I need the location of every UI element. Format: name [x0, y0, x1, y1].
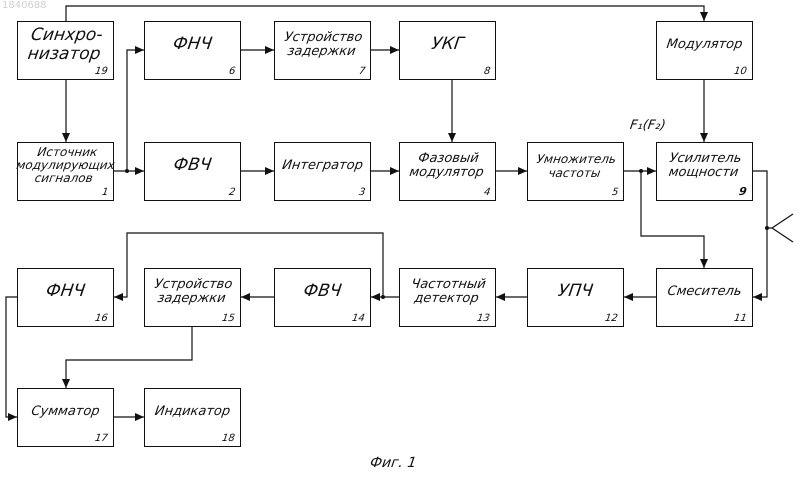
wire-amplifier-to-antenna — [753, 171, 767, 228]
arrowhead — [647, 167, 656, 175]
wire-antenna-to-mixer — [753, 228, 767, 297]
arrowhead — [114, 293, 123, 301]
arrowhead — [135, 46, 144, 54]
wire-multiplier-to-mixer — [641, 171, 704, 268]
arrowhead — [518, 167, 527, 175]
arrowhead — [753, 293, 762, 301]
wire-delay-to-adder — [66, 327, 192, 388]
arrowhead — [371, 293, 380, 301]
arrowhead — [390, 167, 399, 175]
arrowhead — [62, 133, 70, 142]
wire-detector-to-lpf — [114, 233, 383, 297]
antenna-icon — [772, 214, 793, 242]
wire-source-to-lpf — [127, 50, 144, 171]
arrowhead — [265, 167, 274, 175]
wire-lpf-to-adder — [6, 297, 17, 417]
arrowhead — [700, 133, 708, 142]
arrowhead — [390, 46, 399, 54]
arrowhead — [135, 167, 144, 175]
arrowhead — [135, 413, 144, 421]
arrowhead — [496, 293, 505, 301]
arrowhead — [62, 379, 70, 388]
arrowhead — [624, 293, 633, 301]
arrowhead — [700, 12, 708, 21]
arrowhead — [700, 259, 708, 268]
arrowhead — [241, 293, 250, 301]
arrowhead — [448, 133, 456, 142]
wire-sync-to-modulator — [66, 6, 704, 21]
arrowhead — [265, 46, 274, 54]
arrowhead — [8, 413, 17, 421]
